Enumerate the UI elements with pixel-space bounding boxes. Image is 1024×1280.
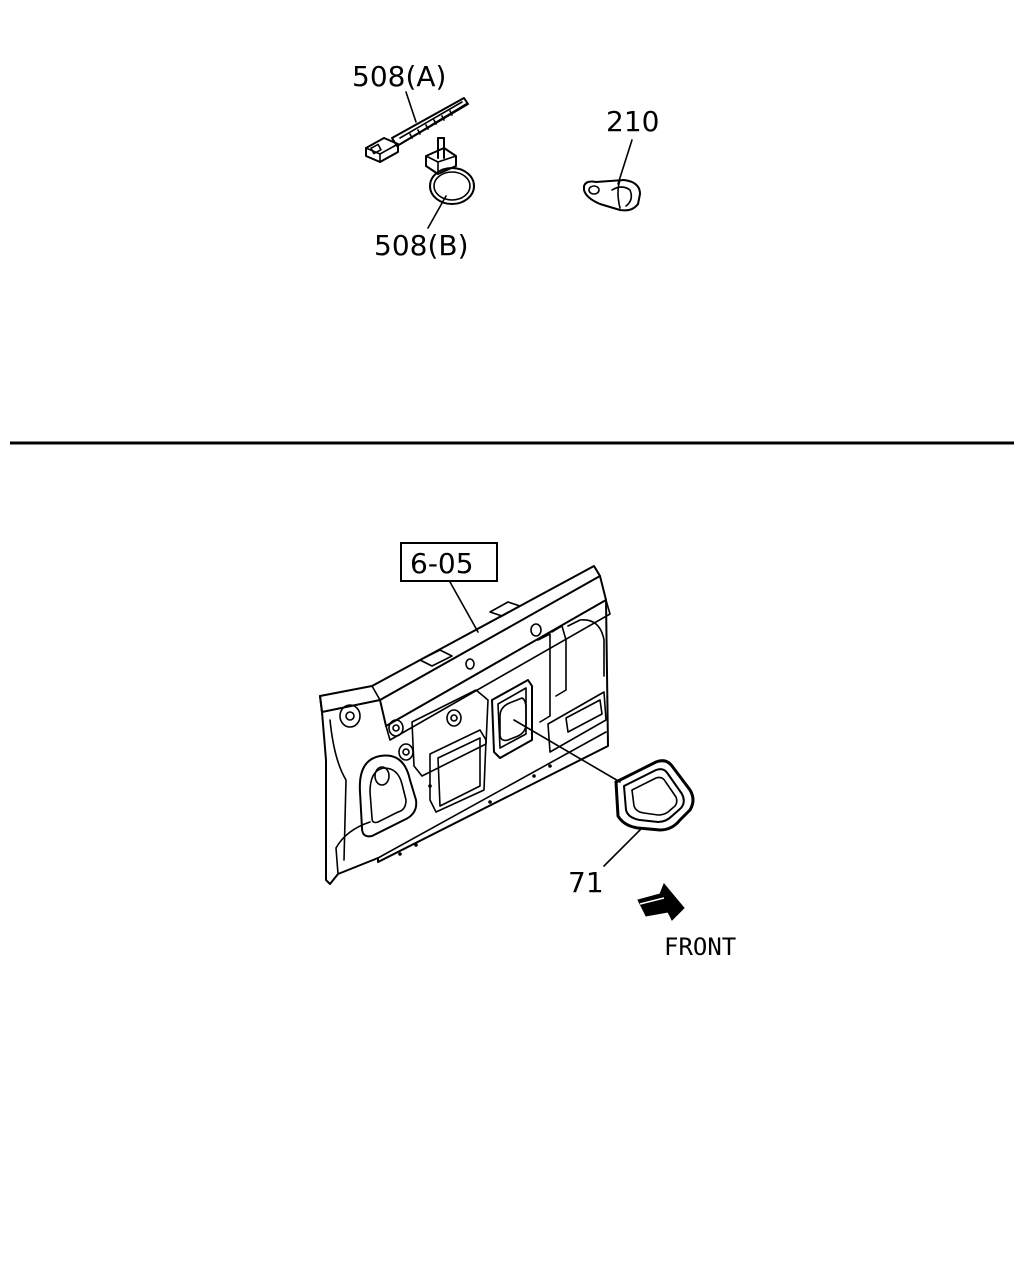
leader-71 bbox=[603, 829, 641, 867]
ref-box-605 bbox=[400, 542, 498, 582]
label-210: 210 bbox=[606, 105, 659, 138]
leader-605 bbox=[449, 581, 479, 633]
leader-opening-to-71 bbox=[513, 719, 621, 783]
label-front: FRONT bbox=[664, 933, 736, 961]
cable-tie-508a bbox=[365, 97, 469, 163]
clip-210 bbox=[583, 179, 641, 212]
label-605: 6-05 bbox=[410, 547, 474, 580]
label-508b: 508(B) bbox=[374, 229, 469, 262]
front-arrow-icon bbox=[637, 883, 685, 921]
leader-210 bbox=[617, 139, 633, 185]
label-508a: 508(A) bbox=[352, 60, 446, 93]
grommet-71 bbox=[614, 759, 695, 832]
leader-508b bbox=[427, 195, 447, 229]
dash-panel bbox=[319, 565, 611, 885]
clamp-508b bbox=[425, 137, 475, 205]
label-71: 71 bbox=[568, 866, 604, 899]
leader-508a bbox=[405, 91, 417, 123]
